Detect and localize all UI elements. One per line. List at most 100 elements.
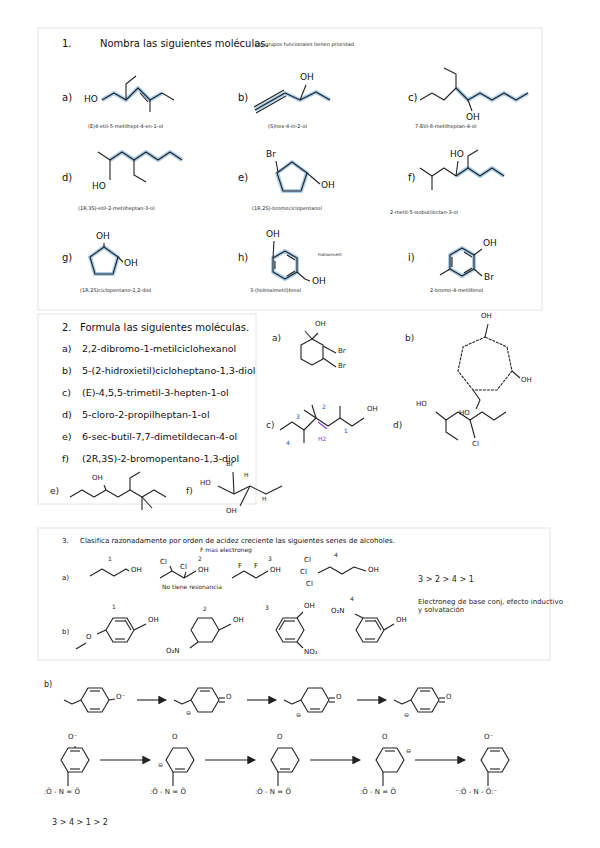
worksheet-text: c) <box>62 388 71 399</box>
worksheet-text: Cl <box>472 440 479 448</box>
worksheet-text: d) <box>393 420 402 430</box>
worksheet-text: Formula las siguientes moléculas. <box>80 322 249 334</box>
worksheet-text: HO <box>459 409 470 417</box>
worksheet-text: c) <box>266 420 274 430</box>
worksheet-text: d) <box>62 172 72 184</box>
worksheet-text: Cl <box>180 563 187 571</box>
worksheet-text: OH <box>96 231 110 241</box>
worksheet-text: e) <box>50 486 59 496</box>
worksheet-text: O <box>446 693 452 701</box>
worksheet-text: hidroximetil <box>318 253 342 258</box>
worksheet-text: OH <box>304 602 315 610</box>
worksheet-text: a) <box>272 333 281 343</box>
worksheet-text: 2 <box>203 606 207 613</box>
worksheet-text: ⊖ <box>406 748 411 755</box>
worksheet-text: Clasifica razonadamente por orden de aci… <box>80 537 395 545</box>
worksheet-text: 2-metil-5-isobutiloctan-3-ol <box>390 210 458 216</box>
worksheet-text: OH <box>131 566 142 574</box>
worksheet-text: 3 <box>268 556 272 563</box>
worksheet-text: ⊖ <box>404 712 409 719</box>
worksheet-text: O <box>226 693 232 701</box>
worksheet-text: OH <box>312 276 326 286</box>
worksheet-text: (S)hex-4-in-2-ol <box>268 124 307 130</box>
worksheet-text: 1 <box>344 428 348 435</box>
worksheet-text: OH <box>481 312 492 320</box>
worksheet-text: Br <box>266 149 276 159</box>
worksheet-text: :Ö - N = Ö <box>360 788 396 796</box>
worksheet-text: O₂N <box>331 607 345 615</box>
worksheet-text: 4 <box>350 596 354 603</box>
worksheet-text: 5-(2-hidroxietil)cicloheptano-1,3-diol <box>82 366 255 377</box>
worksheet-text: F <box>254 562 258 570</box>
worksheet-text: O <box>277 733 283 741</box>
worksheet-text: 3-(hidroximetil)fenol <box>250 288 301 294</box>
worksheet-text: OH <box>466 112 480 122</box>
worksheet-text: 5-cloro-2-propilheptan-1-ol <box>82 410 210 421</box>
worksheet-text: H <box>244 472 249 479</box>
worksheet-text: 3 > 4 > 1 > 2 <box>52 818 108 827</box>
worksheet-text: 3. <box>62 537 69 545</box>
worksheet-text: OH <box>124 258 138 268</box>
worksheet-text: b) <box>238 92 248 104</box>
worksheet-text: O <box>382 733 388 741</box>
worksheet-text: Los grupos funcionales tienen prioridad <box>255 42 354 48</box>
worksheet-text: H2 <box>318 436 326 443</box>
worksheet-text: OH <box>521 376 532 384</box>
worksheet-text: Br <box>484 272 494 282</box>
chain-highlight <box>90 88 528 279</box>
worksheet-text: OH <box>270 566 281 574</box>
worksheet-text: OH <box>198 566 209 574</box>
worksheet-text: HO <box>84 94 98 104</box>
worksheet-text: h) <box>238 252 248 264</box>
worksheet-text: e) <box>238 172 248 184</box>
worksheet-text: (1R,2S)ciclopentano-1,2-diol <box>80 288 151 294</box>
worksheet-text: O⁻ <box>68 733 77 741</box>
worksheet-text: g) <box>62 252 72 264</box>
worksheet-text: 2,2-dibromo-1-metilciclohexanol <box>82 344 236 355</box>
worksheet-text: 7-Etil-8-metilheptan-4-ol <box>415 124 476 130</box>
worksheet-text: OH <box>148 616 159 624</box>
worksheet-text: a) <box>62 92 72 104</box>
skeletal-structure <box>90 68 528 281</box>
handwritten-structure <box>70 324 520 510</box>
worksheet-text: ⊖ <box>186 710 191 717</box>
worksheet-text: OH <box>315 320 326 328</box>
worksheet-text: i) <box>408 252 415 264</box>
skeletal-structure <box>76 566 394 649</box>
worksheet-text: b) <box>62 628 69 636</box>
worksheet-text: OH <box>367 405 378 413</box>
worksheet-text: O <box>86 633 92 641</box>
resonance-structure <box>61 746 509 786</box>
worksheet-text: Electroneg de base conj, efecto inductiv… <box>418 598 568 614</box>
worksheet-text: (2R,3S)-2-bromopentano-1,3-diol <box>82 454 239 465</box>
worksheet-text: f) <box>408 172 415 184</box>
worksheet-text: 1 <box>112 604 116 611</box>
worksheet-text: ⁻:Ö - N - Ö:⁻ <box>455 788 497 796</box>
worksheet-text: :Ö - N = Ö <box>44 788 80 796</box>
worksheet-text: :Ö - N = Ö <box>150 788 186 796</box>
worksheet-text: a) <box>62 574 69 582</box>
worksheet-text: Nombra las siguientes moléculas. <box>100 38 269 50</box>
worksheet-text: NO₂ <box>304 648 318 656</box>
worksheet-text: 1. <box>62 38 72 50</box>
worksheet-text: O⁻ <box>484 733 493 741</box>
worksheet-text: (1R,3S)-etil-2-metilheptan-3-ol <box>78 206 155 212</box>
worksheet-text: 3 <box>296 414 300 421</box>
worksheet-text: f) <box>62 454 69 465</box>
worksheet-text: 2. <box>62 322 72 334</box>
worksheet-text: OH <box>266 229 280 239</box>
worksheet-text: ⊖ <box>158 762 163 769</box>
worksheet-text: HO <box>92 181 106 191</box>
worksheet-text: O⁻ <box>116 693 125 701</box>
worksheet-text: c) <box>408 92 417 104</box>
worksheet-text: 2 <box>322 404 326 411</box>
panel <box>38 528 550 660</box>
worksheet-text: OH <box>368 566 379 574</box>
worksheet-text: OH <box>300 72 314 82</box>
worksheet-text: OH <box>396 616 407 624</box>
worksheet-text: H <box>262 496 267 503</box>
worksheet-text: 1 <box>108 556 112 563</box>
worksheet-text: d) <box>62 410 72 421</box>
worksheet-text: 3 <box>265 605 269 612</box>
